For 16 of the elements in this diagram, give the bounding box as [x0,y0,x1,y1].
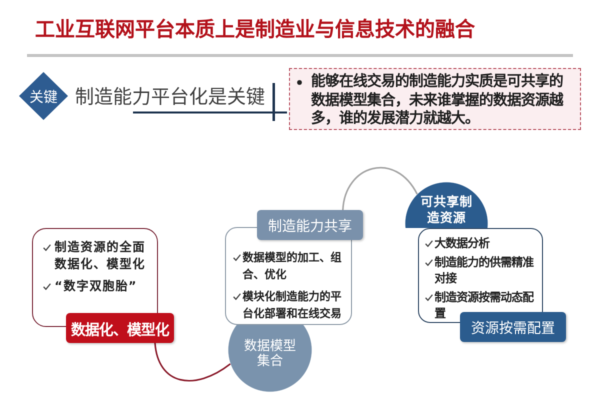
bullet-text: 制造资源的全面数据化、模型化 [54,239,146,273]
page-title: 工业互联网平台本质上是制造业与信息技术的融合 [35,17,475,41]
bullet-text: 模块化制造能力的平台化部署和在线交易 [242,289,342,322]
heading-tag: 制造能力共享 [257,210,363,240]
connector-curve [154,342,231,382]
section-heading: 制造能力平台化是关键 [75,86,265,108]
bullet-text: 大数据分析 [434,235,491,251]
note-box [289,68,581,130]
heading-tag: 数据化、模型化 [66,313,174,343]
bullet-text: “数字双胞胎” [54,278,138,295]
bullet-text: 制造能力的供需精准对接 [434,254,535,286]
bullet-text: 数据模型的加工、组合、优化 [242,250,342,283]
keyword-diamond: 关键 [19,72,68,120]
heading-tag: 资源按需配置 [460,312,566,342]
connector-curve [342,166,418,210]
bullet-text: 能够在线交易的制造能力实质是可共享的数据模型集合，未来谁掌握的数据资源越多，谁的发展潜力就越大。 [311,73,564,128]
